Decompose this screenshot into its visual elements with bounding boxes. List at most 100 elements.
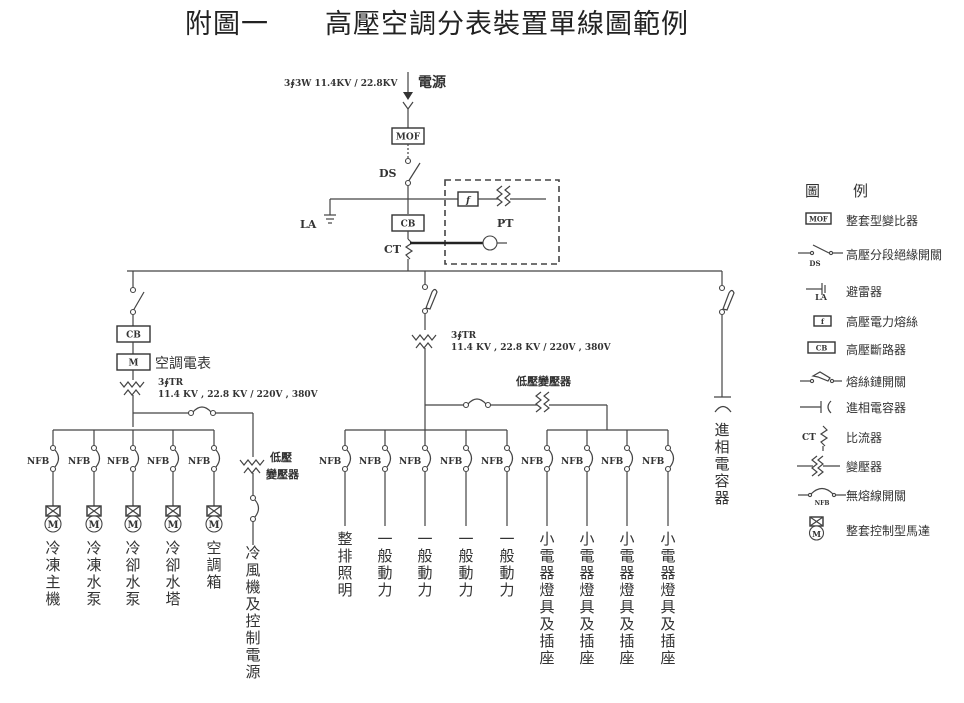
ac-cb-label: CB bbox=[126, 331, 141, 341]
legend-symbols: MOF DS LA f CB CT NFB bbox=[797, 212, 846, 541]
general-tie-nfb-icon bbox=[467, 398, 487, 405]
svg-text:LA: LA bbox=[815, 292, 828, 302]
mof-label: MOF bbox=[396, 133, 421, 143]
nfb-label: NFB bbox=[601, 457, 624, 467]
pt-coil-icon bbox=[496, 185, 503, 207]
nfb-icon bbox=[346, 449, 352, 468]
ds-label: DS bbox=[379, 167, 397, 180]
main-cb-label: CB bbox=[401, 220, 416, 230]
legend-ct-icon bbox=[819, 425, 829, 447]
ac-tr-line2: 11.4 KV , 22.8 KV / 220V , 380V bbox=[158, 390, 319, 400]
nfb-label: NFB bbox=[147, 457, 170, 467]
ac-ds-switch-icon bbox=[132, 291, 145, 312]
ac-meter-label: 空調電表 bbox=[155, 356, 211, 372]
general-load-label: 一般動力 bbox=[458, 530, 474, 599]
general-load-label: 一般動力 bbox=[499, 530, 515, 599]
general-load-label: 整排照明 bbox=[337, 530, 353, 599]
ac-load-label: 冷凍主機 bbox=[45, 539, 61, 608]
general-feeder: NFB bbox=[319, 430, 352, 526]
legend-item-label: 高壓斷路器 bbox=[846, 343, 907, 357]
nfb-label: NFB bbox=[27, 457, 50, 467]
general-load-label: 小電器燈具及插座 bbox=[660, 530, 676, 667]
nfb-label: NFB bbox=[319, 457, 342, 467]
nfb-label: NFB bbox=[481, 457, 504, 467]
motor-icon bbox=[124, 515, 142, 533]
legend-item-label: 整套型變比器 bbox=[846, 214, 919, 228]
nfb-icon bbox=[669, 449, 675, 468]
ac-lv-transformer-icon bbox=[239, 459, 265, 466]
svg-text:M: M bbox=[127, 520, 138, 531]
meter-circle-icon bbox=[482, 235, 498, 251]
svg-text:M: M bbox=[88, 520, 99, 531]
svg-text:M: M bbox=[208, 520, 219, 531]
ac-tie-nfb-icon bbox=[192, 406, 212, 413]
general-load-label: 一般動力 bbox=[417, 530, 433, 599]
legend-fuse-icon bbox=[813, 315, 832, 327]
ac-load-label: 冷卻水塔 bbox=[165, 539, 181, 608]
legend-item-label: 熔絲鏈開關 bbox=[846, 375, 907, 389]
general-load-label: 小電器燈具及插座 bbox=[539, 530, 555, 667]
hv-fuse-label: f bbox=[465, 196, 472, 206]
general-lv-transformer-icon bbox=[535, 391, 542, 413]
general-transformer-icon bbox=[411, 334, 437, 341]
source-label: 電源 bbox=[418, 74, 446, 91]
general-fuse-switch-icon bbox=[425, 288, 438, 310]
svg-text:M: M bbox=[167, 520, 178, 531]
legend-item-label: 比流器 bbox=[846, 431, 883, 445]
nfb-icon bbox=[426, 449, 432, 468]
legend-item-label: 整套控制型馬達 bbox=[846, 524, 931, 538]
legend-item-label: 無熔線開關 bbox=[846, 489, 907, 503]
svg-text:CB: CB bbox=[816, 344, 828, 353]
nfb-label: NFB bbox=[107, 457, 130, 467]
source-plug-icon bbox=[402, 101, 414, 111]
ds-switch-icon bbox=[407, 162, 421, 183]
nfb-icon bbox=[467, 449, 473, 468]
general-tr-line1: 3∮TR bbox=[451, 331, 477, 341]
general-feeder: NFB bbox=[521, 430, 554, 526]
general-feeder: NFB bbox=[561, 430, 594, 526]
general-feeder: NFB bbox=[440, 430, 473, 526]
ac-feeder: NFB M bbox=[107, 430, 142, 533]
motor-icon bbox=[44, 515, 62, 533]
nfb-label: NFB bbox=[642, 457, 665, 467]
main-feeder: 3∮3W 11.4KV / 22.8KV 電源 MOF DS LA f PT C… bbox=[127, 72, 722, 272]
general-feeder: NFB bbox=[481, 430, 514, 526]
ac-feeder: NFB M bbox=[147, 430, 182, 533]
ac-transformer-icon bbox=[119, 381, 145, 388]
svg-text:M: M bbox=[47, 520, 58, 531]
nfb-label: NFB bbox=[188, 457, 211, 467]
ac-control-load-label: 冷風機及控制電源 bbox=[245, 544, 261, 681]
svg-text:DS: DS bbox=[809, 259, 820, 268]
legend-cb-icon bbox=[807, 341, 836, 354]
general-load-label: 小電器燈具及插座 bbox=[579, 530, 595, 667]
general-lv-transformer-label: 低壓變壓器 bbox=[515, 374, 572, 388]
nfb-icon bbox=[95, 449, 101, 468]
general-feeder: NFB bbox=[642, 430, 675, 526]
legend-mof-icon bbox=[805, 212, 832, 225]
ac-feeder: NFB M bbox=[27, 430, 62, 533]
svg-text:f: f bbox=[821, 317, 825, 326]
nfb-icon bbox=[174, 449, 180, 468]
ac-feeder: NFB M bbox=[188, 430, 223, 533]
general-load-label: 小電器燈具及插座 bbox=[619, 530, 635, 667]
general-tr-line2: 11.4 KV , 22.8 KV / 220V , 380V bbox=[451, 343, 612, 353]
nfb-icon bbox=[548, 449, 554, 468]
motor-icon bbox=[164, 515, 182, 533]
svg-text:CT: CT bbox=[802, 433, 816, 443]
ac-meter-symbol: M bbox=[129, 359, 139, 369]
nfb-label: NFB bbox=[68, 457, 91, 467]
ac-load-label: 冷凍水泵 bbox=[86, 539, 102, 608]
ac-branch: CB M 空調電表 3∮TR 11.4 KV , 22.8 KV / 220V … bbox=[27, 271, 319, 545]
general-load-label: 一般動力 bbox=[377, 530, 393, 599]
nfb-icon bbox=[628, 449, 634, 468]
la-label: LA bbox=[300, 218, 317, 231]
general-feeder: NFB bbox=[399, 430, 432, 526]
legend-item-label: 高壓分段絕緣開關 bbox=[846, 248, 943, 262]
pt-label: PT bbox=[497, 217, 514, 230]
nfb-icon bbox=[588, 449, 594, 468]
ac-lv-transformer-label-1: 低壓 bbox=[269, 450, 292, 464]
svg-text:MOF: MOF bbox=[809, 215, 828, 224]
svg-text:NFB: NFB bbox=[815, 500, 830, 507]
nfb-icon bbox=[508, 449, 514, 468]
